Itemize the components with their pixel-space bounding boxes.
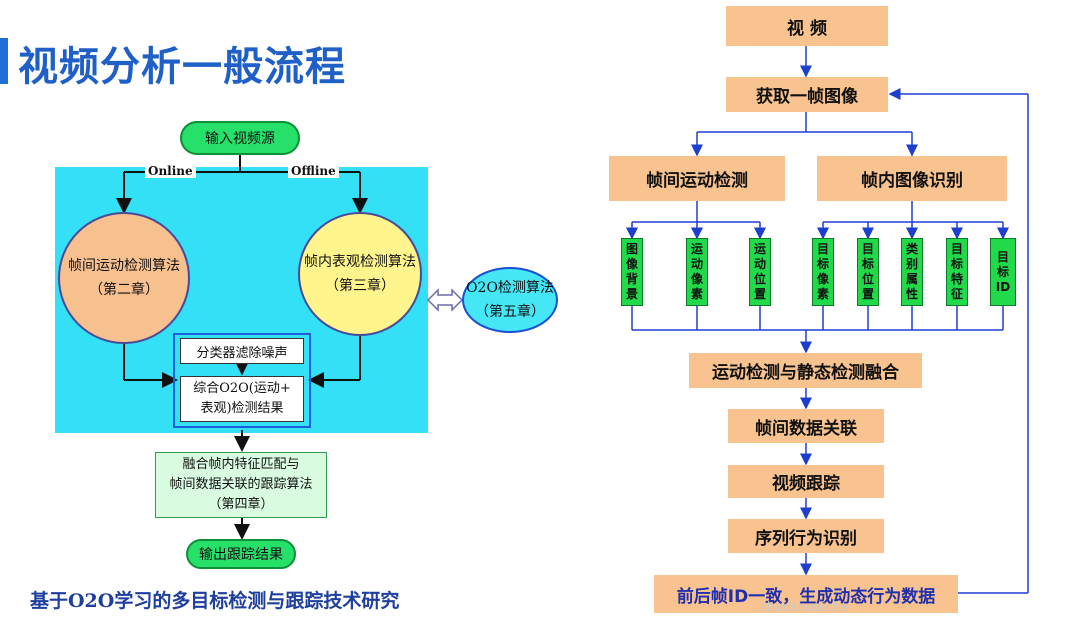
o2o-detection-text: O2O检测算法 (466, 280, 554, 296)
classifier-filter-box: 分类器滤除噪声 (180, 338, 304, 364)
page-title: 视频分析一般流程 (18, 44, 346, 90)
column-motion-position: 运动位置 (749, 238, 771, 306)
fusion-line2: 帧间数据关联的跟踪算法 (169, 477, 313, 492)
appearance-detection-chapter: （第三章） (325, 278, 395, 294)
combined-result-line1: 综合O2O(运动+ (193, 381, 291, 396)
watermark: shaoshuaiche (760, 600, 850, 615)
final-output-box: 前后帧ID一致，生成动态行为数据 (654, 575, 958, 613)
inter-frame-motion-box: 帧间运动检测 (609, 156, 785, 201)
detection-result-group (173, 333, 311, 428)
fusion-chapter: （第四章） (208, 497, 274, 512)
video-box: 视 频 (726, 6, 888, 46)
behavior-recognition-box: 序列行为识别 (728, 519, 884, 553)
motion-detection-chapter: （第二章） (89, 282, 159, 298)
appearance-detection-circle: 帧内表观检测算法 （第三章） (298, 212, 422, 336)
online-label: Online (145, 164, 196, 178)
intra-frame-recognition-box: 帧内图像识别 (817, 156, 1007, 201)
motion-detection-circle: 帧间运动检测算法 （第二章） (58, 212, 190, 344)
column-target-position: 目标位置 (857, 238, 879, 306)
fusion-line1: 融合帧内特征匹配与 (182, 457, 300, 472)
fusion-detection-box: 运动检测与静态检测融合 (689, 353, 922, 388)
o2o-detection-ellipse: O2O检测算法 （第五章） (462, 267, 558, 333)
column-category-attribute: 类别属性 (901, 238, 923, 306)
appearance-detection-text: 帧内表观检测算法 (304, 254, 416, 270)
input-video-source: 输入视频源 (180, 121, 300, 155)
output-tracking-result: 输出跟踪结果 (186, 539, 296, 569)
o2o-detection-chapter: （第五章） (475, 304, 545, 320)
motion-detection-text: 帧间运动检测算法 (68, 258, 180, 274)
acquire-frame-box: 获取一帧图像 (726, 77, 888, 112)
video-tracking-box: 视频跟踪 (728, 465, 884, 498)
combined-result-box: 综合O2O(运动+ 表观)检测结果 (180, 376, 304, 422)
data-association-box: 帧间数据关联 (728, 409, 884, 443)
column-image-background: 图像背景 (621, 238, 643, 306)
column-motion-pixels: 运动像素 (686, 238, 708, 306)
column-target-feature: 目标特征 (946, 238, 968, 306)
title-accent-bar (0, 38, 8, 84)
caption: 基于O2O学习的多目标检测与跟踪技术研究 (30, 590, 400, 612)
column-target-pixels: 目标像素 (812, 238, 834, 306)
combined-result-line2: 表观)检测结果 (200, 401, 284, 416)
offline-label: Offline (288, 164, 339, 178)
fusion-tracking-box: 融合帧内特征匹配与 帧间数据关联的跟踪算法 （第四章） (155, 452, 327, 518)
